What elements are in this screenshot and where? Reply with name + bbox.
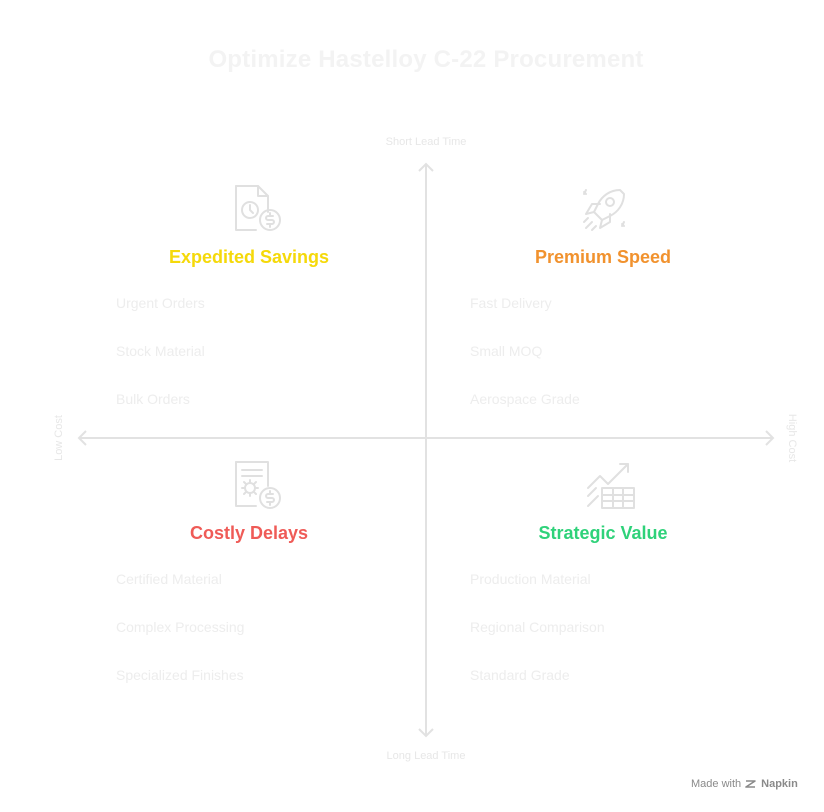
document-clock-dollar-icon	[235, 185, 281, 231]
list-item: Bulk Orders	[116, 391, 190, 407]
made-with-napkin-badge[interactable]: Made with Napkin	[691, 778, 798, 790]
napkin-logo-icon	[745, 780, 756, 788]
list-item: Stock Material	[116, 343, 205, 359]
arrow-left-icon	[77, 430, 87, 446]
list-item: Certified Material	[116, 571, 222, 587]
diagram-title: Optimize Hastelloy C-22 Procurement	[208, 46, 644, 73]
list-item: Standard Grade	[470, 667, 570, 683]
axis-label-right: High Cost	[786, 413, 798, 463]
list-item: Complex Processing	[116, 619, 245, 635]
axis-label-bottom: Long Lead Time	[386, 750, 466, 762]
quadrant-title-premium-speed: Premium Speed	[534, 247, 672, 267]
list-item: Production Material	[470, 571, 591, 587]
list-item: Aerospace Grade	[470, 391, 580, 407]
document-gear-dollar-icon	[235, 461, 281, 509]
chart-table-icon	[587, 463, 635, 509]
axis-label-left: Low Cost	[53, 415, 65, 461]
napkin-brand-label: Napkin	[761, 778, 798, 790]
list-item: Regional Comparison	[470, 619, 605, 635]
quadrant-title-expedited-savings: Expedited Savings	[168, 247, 330, 267]
quadrant-title-costly-delays: Costly Delays	[189, 523, 309, 543]
rocket-icon	[583, 189, 625, 231]
list-item: Specialized Finishes	[116, 667, 244, 683]
arrow-down-icon	[418, 728, 434, 738]
made-with-label: Made with	[691, 778, 742, 790]
list-item: Fast Delivery	[470, 295, 552, 311]
list-item: Urgent Orders	[116, 295, 205, 311]
arrow-right-icon	[765, 430, 775, 446]
list-item: Small MOQ	[470, 343, 543, 359]
axis-label-top: Short Lead Time	[385, 136, 467, 148]
quadrant-title-strategic-value: Strategic Value	[538, 523, 668, 543]
arrow-up-icon	[418, 162, 434, 172]
